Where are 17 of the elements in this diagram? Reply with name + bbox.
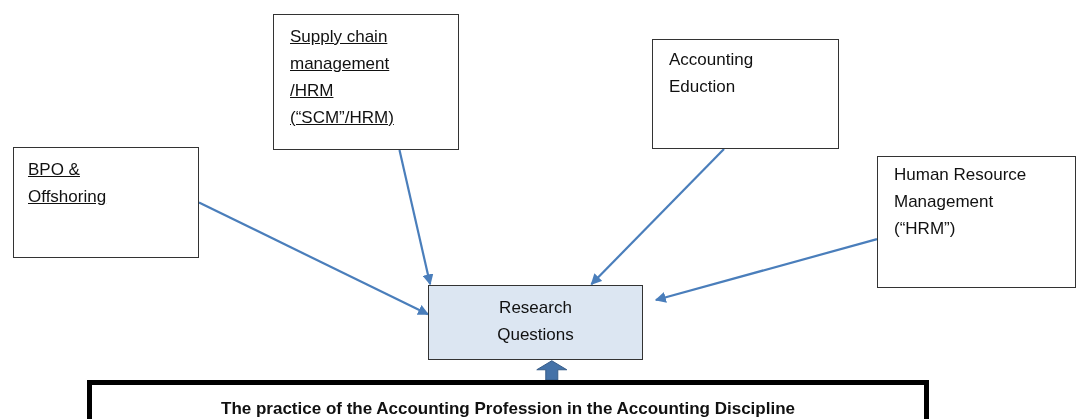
block-arrow	[536, 360, 568, 381]
topic-label: Accounting Eduction	[669, 49, 755, 98]
topic-box	[877, 156, 1076, 288]
topic-box	[652, 39, 839, 149]
topic-label: Human Resource Management (“HRM”)	[894, 164, 1028, 240]
box-label: The practice of the Accounting Profession in the Accounting Discipline	[221, 398, 795, 419]
topic-label: BPO & Offshoring	[28, 159, 108, 208]
arrow	[398, 149, 434, 286]
research-questions-box	[428, 285, 643, 360]
context-box	[87, 380, 929, 419]
topic-box	[13, 147, 199, 258]
topic-box	[273, 14, 459, 150]
arrow	[198, 201, 429, 316]
box-label: Research Questions	[496, 297, 575, 346]
arrow	[654, 238, 878, 303]
arrow	[590, 148, 725, 286]
topic-label: Supply chain management /HRM (“SCM”/HRM)	[290, 26, 395, 129]
